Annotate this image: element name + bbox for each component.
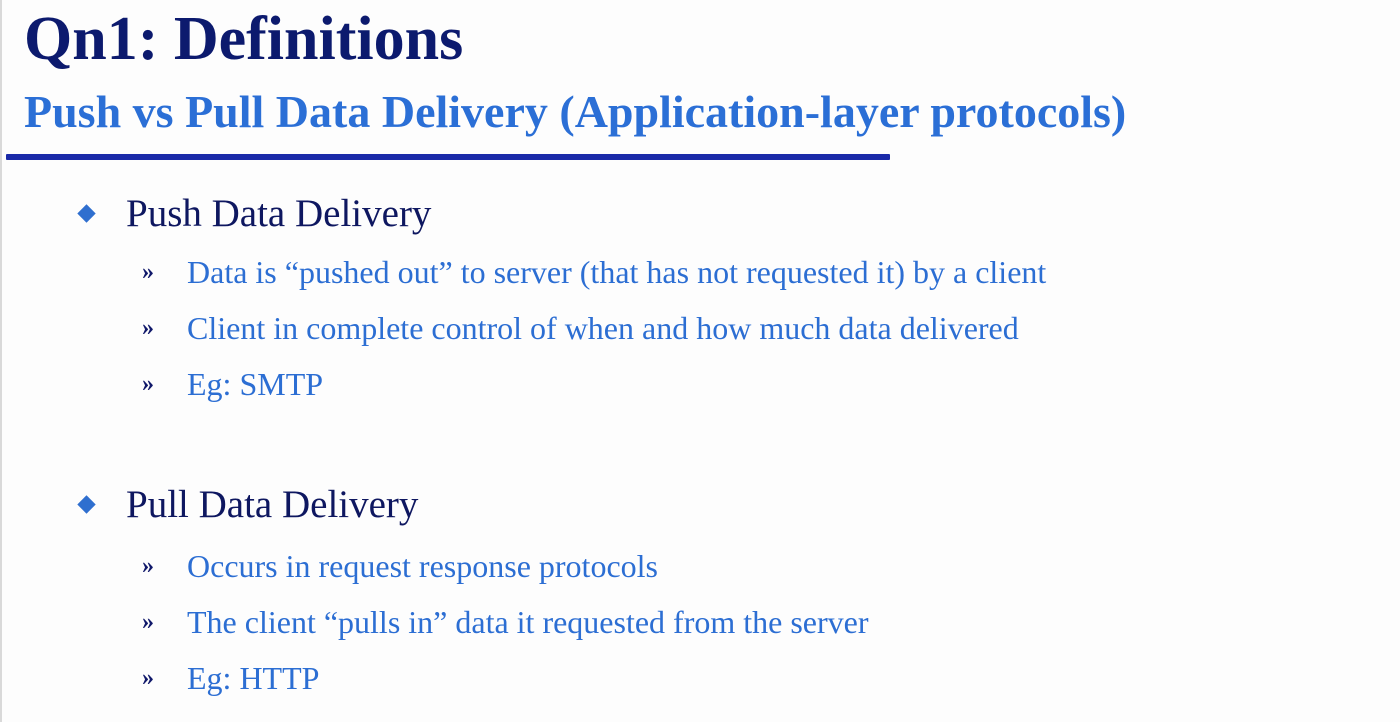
bullet-heading: Push Data Delivery — [126, 192, 432, 235]
sub-bullet-text: The client “pulls in” data it requested … — [187, 604, 869, 640]
sub-bullet-text: Eg: SMTP — [187, 366, 324, 402]
chevron-bullet-icon: » — [142, 609, 154, 635]
diamond-bullet-icon — [77, 495, 96, 514]
chevron-bullet-icon: » — [142, 553, 154, 579]
sub-bullet-text: Client in complete control of when and h… — [187, 310, 1019, 346]
slide-title: Qn1: Definitions — [24, 5, 464, 73]
diamond-bullet-icon — [77, 204, 96, 223]
chevron-bullet-icon: » — [142, 665, 154, 691]
sub-bullet-text: Occurs in request response protocols — [187, 548, 658, 584]
chevron-bullet-icon: » — [142, 315, 154, 341]
sub-bullet-text: Eg: HTTP — [187, 660, 320, 696]
sub-bullet-text: Data is “pushed out” to server (that has… — [187, 254, 1047, 290]
title-underline-rule — [6, 154, 890, 160]
chevron-bullet-icon: » — [142, 371, 154, 397]
chevron-bullet-icon: » — [142, 259, 154, 285]
bullet-heading: Pull Data Delivery — [126, 483, 419, 526]
slide-subtitle: Push vs Pull Data Delivery (Application-… — [24, 86, 1127, 137]
